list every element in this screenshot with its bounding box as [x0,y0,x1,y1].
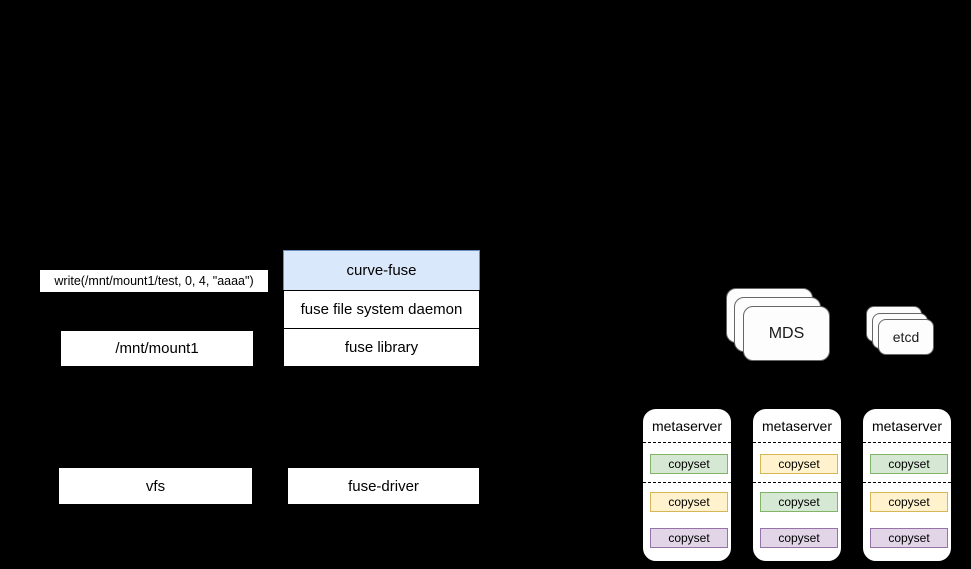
metaserver-title: metaserver [871,417,943,434]
dashed-divider [753,442,841,443]
fuse-driver-box: fuse-driver [287,467,480,505]
etcd-card-front: etcd [878,319,934,355]
copyset-chip: copyset [650,492,728,512]
mount-point-box: /mnt/mount1 [60,330,254,367]
copyset-chip: copyset [870,492,948,512]
copyset-chip: copyset [650,454,728,474]
dashed-divider [863,482,951,483]
mds-card-front: MDS [743,306,830,361]
dashed-divider [863,442,951,443]
metaserver-title: metaserver [761,417,833,434]
metaserver-card: metaserver copyset copyset copyset [862,408,952,562]
copyset-chip: copyset [760,454,838,474]
dashed-divider [643,482,731,483]
copyset-chip: copyset [760,528,838,548]
curve-fuse-box: curve-fuse [283,250,480,291]
fuse-daemon-box: fuse file system daemon [283,290,480,329]
copyset-chip: copyset [870,454,948,474]
copyset-chip: copyset [650,528,728,548]
copyset-chip: copyset [760,492,838,512]
metaserver-title: metaserver [651,417,723,434]
dashed-divider [753,482,841,483]
copyset-chip: copyset [870,528,948,548]
write-call-label: write(/mnt/mount1/test, 0, 4, "aaaa") [40,270,268,292]
metaserver-card: metaserver copyset copyset copyset [752,408,842,562]
fuse-library-box: fuse library [283,328,480,367]
dashed-divider [643,442,731,443]
metaserver-card: metaserver copyset copyset copyset [642,408,732,562]
vfs-box: vfs [58,467,253,505]
